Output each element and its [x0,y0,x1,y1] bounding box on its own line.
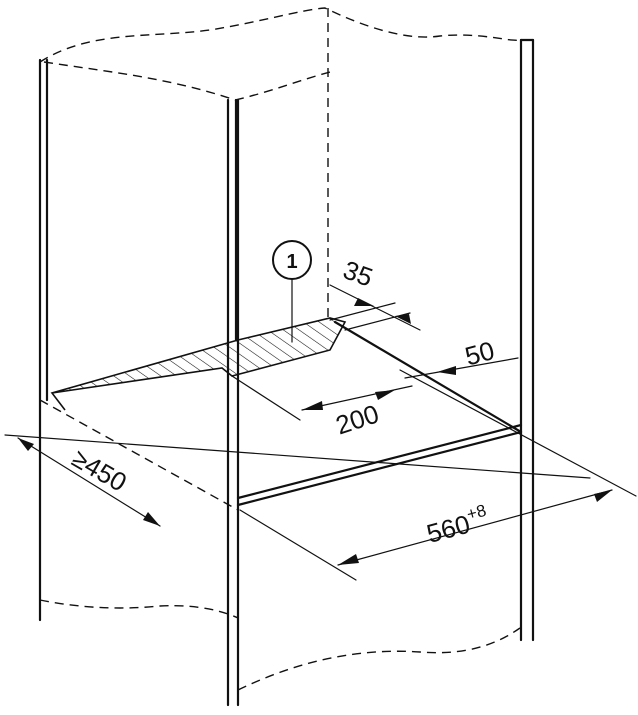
hidden-edges [39,7,521,691]
ventilation-cutout [50,317,347,411]
dimension-35: 35 [329,255,421,331]
callout-number: 1 [286,251,297,273]
dimension-560: 560+8 [239,369,637,581]
dimension-200: 200 [231,375,413,440]
shelf-right-edge [333,320,523,434]
cutout-hatched-area [50,317,347,411]
shelf-surface [236,320,523,507]
dimension-50: 50 [404,335,519,379]
dimension-200-label: 200 [332,398,383,440]
dimension-50-label: 50 [462,335,498,371]
dimension-560-label: 560 [423,509,473,549]
svg-text:560+8: 560+8 [423,501,492,549]
callout-1: 1 [272,240,312,343]
shelf-front-edge [236,430,523,507]
dimension-560-tolerance: +8 [465,501,489,524]
cabinet-walls [38,38,535,707]
dimension-35-label: 35 [339,255,376,293]
dimension-450: ≥450 [4,434,591,527]
svg-text:≥450: ≥450 [67,443,132,498]
